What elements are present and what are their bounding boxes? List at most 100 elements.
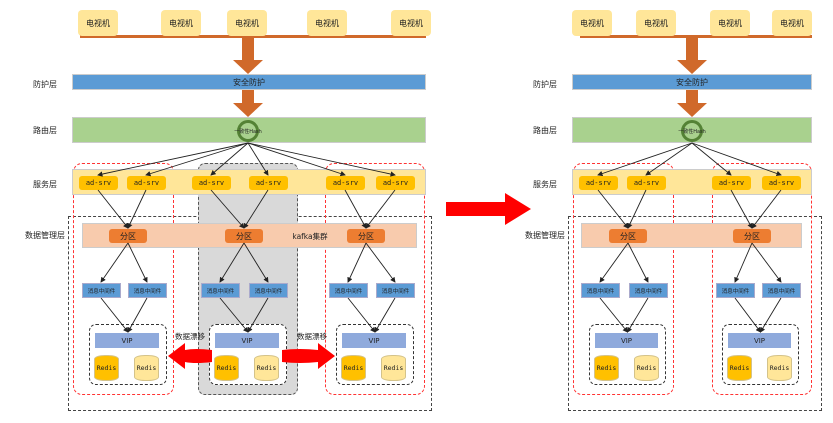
evolution-arrow — [446, 193, 531, 225]
ad-srv-node: ad-srv — [326, 176, 365, 190]
data-migration-arrow-left — [168, 343, 212, 369]
connector-arrow — [760, 297, 782, 333]
vip-node: VIP — [595, 333, 658, 348]
connector-arrow — [599, 297, 629, 333]
redis-master: Redis — [341, 355, 366, 381]
ad-srv-node: ad-srv — [79, 176, 118, 190]
connector-arrow — [247, 297, 269, 333]
connector-arrow — [627, 297, 649, 333]
tv-client: 电视机 — [710, 10, 750, 36]
ad-srv-node: ad-srv — [627, 176, 666, 190]
connector-arrow — [344, 189, 367, 229]
connector-arrow — [691, 142, 782, 177]
tv-client: 电视机 — [161, 10, 201, 36]
message-middleware-node: 消息中间件 — [762, 283, 801, 298]
layer-label-protection: 防护层 — [533, 79, 557, 89]
consistent-hash-label: 一致性Hash — [234, 128, 262, 135]
connector-arrow — [100, 242, 129, 283]
message-middleware-node: 消息中间件 — [128, 283, 167, 298]
client-bus — [80, 35, 426, 38]
redis-replica: Redis — [134, 355, 159, 381]
request-flow-arrow — [677, 90, 707, 117]
redis-master: Redis — [94, 355, 119, 381]
data-migration-arrow-right — [282, 343, 335, 369]
connector-arrow — [734, 242, 753, 283]
connector-arrow — [365, 242, 396, 283]
vip-node: VIP — [342, 333, 406, 348]
connector-arrow — [247, 142, 269, 176]
partition-node: 分区 — [347, 229, 385, 243]
ad-srv-node: ad-srv — [192, 176, 231, 190]
security-bar: 安全防护 — [572, 74, 812, 90]
partition-node: 分区 — [109, 229, 147, 243]
layer-label-service: 服务层 — [533, 179, 557, 189]
tv-client: 电视机 — [772, 10, 812, 36]
shard-group-3 — [325, 163, 425, 395]
ad-srv-node: ad-srv — [712, 176, 751, 190]
partition-node: 分区 — [733, 229, 771, 243]
connector-arrow — [97, 142, 249, 177]
redis-master: Redis — [214, 355, 239, 381]
data-migration-label: 数据漂移 — [175, 331, 205, 341]
layer-label-data: 数据管理层 — [525, 230, 565, 240]
connector-arrow — [243, 189, 269, 229]
vip-node: VIP — [728, 333, 791, 348]
shard-group-1 — [573, 163, 674, 395]
redis-replica: Redis — [767, 355, 792, 381]
tv-client: 电视机 — [78, 10, 118, 36]
connector-arrow — [97, 189, 129, 229]
partition-node: 分区 — [225, 229, 263, 243]
connector-arrow — [219, 297, 249, 333]
kafka-cluster-label: kafka集群 — [292, 231, 328, 241]
connector-arrow — [247, 142, 396, 177]
connector-arrow — [627, 242, 649, 283]
message-middleware-node: 消息中间件 — [329, 283, 368, 298]
connector-arrow — [347, 242, 367, 283]
ad-srv-node: ad-srv — [127, 176, 166, 190]
layer-label-routing: 路由层 — [533, 125, 557, 135]
connector-arrow — [365, 189, 396, 229]
connector-arrow — [210, 189, 245, 229]
vip-node: VIP — [215, 333, 279, 348]
layer-label-routing: 路由层 — [33, 125, 57, 135]
ad-srv-node: ad-srv — [762, 176, 801, 190]
connector-arrow — [374, 297, 396, 333]
ad-srv-node: ad-srv — [376, 176, 415, 190]
tv-client: 电视机 — [636, 10, 676, 36]
redis-replica: Redis — [254, 355, 279, 381]
partition-node: 分区 — [609, 229, 647, 243]
connector-arrow — [347, 297, 376, 333]
ad-srv-node: ad-srv — [249, 176, 288, 190]
redis-replica: Redis — [381, 355, 406, 381]
connector-arrow — [127, 297, 148, 333]
shard-group-2 — [712, 163, 812, 395]
consistent-hash-ring-icon — [237, 120, 259, 142]
request-flow-arrow — [677, 38, 707, 74]
consistent-hash-label: 一致性Hash — [678, 128, 706, 135]
consistent-hash-ring-icon — [681, 120, 703, 142]
request-flow-arrow — [233, 90, 263, 117]
connector-arrow — [627, 189, 647, 229]
redis-master: Redis — [727, 355, 752, 381]
connector-arrow — [645, 142, 693, 176]
layer-label-service: 服务层 — [33, 179, 57, 189]
shard-group-1 — [73, 163, 174, 395]
tv-client: 电视机 — [227, 10, 267, 36]
ad-srv-node: ad-srv — [579, 176, 618, 190]
connector-arrow — [100, 297, 129, 333]
connector-arrow — [597, 142, 693, 177]
message-middleware-node: 消息中间件 — [581, 283, 620, 298]
message-middleware-node: 消息中间件 — [201, 283, 240, 298]
connector-arrow — [127, 242, 148, 283]
tv-client: 电视机 — [307, 10, 347, 36]
tv-client: 电视机 — [391, 10, 431, 36]
connector-arrow — [243, 242, 269, 283]
connector-arrow — [691, 142, 732, 176]
connector-arrow — [751, 242, 782, 283]
request-flow-arrow — [233, 38, 263, 74]
message-middleware-node: 消息中间件 — [629, 283, 668, 298]
data-management-boundary — [568, 216, 822, 411]
connector-arrow — [219, 242, 245, 283]
tv-client: 电视机 — [572, 10, 612, 36]
redis-replica: Redis — [634, 355, 659, 381]
